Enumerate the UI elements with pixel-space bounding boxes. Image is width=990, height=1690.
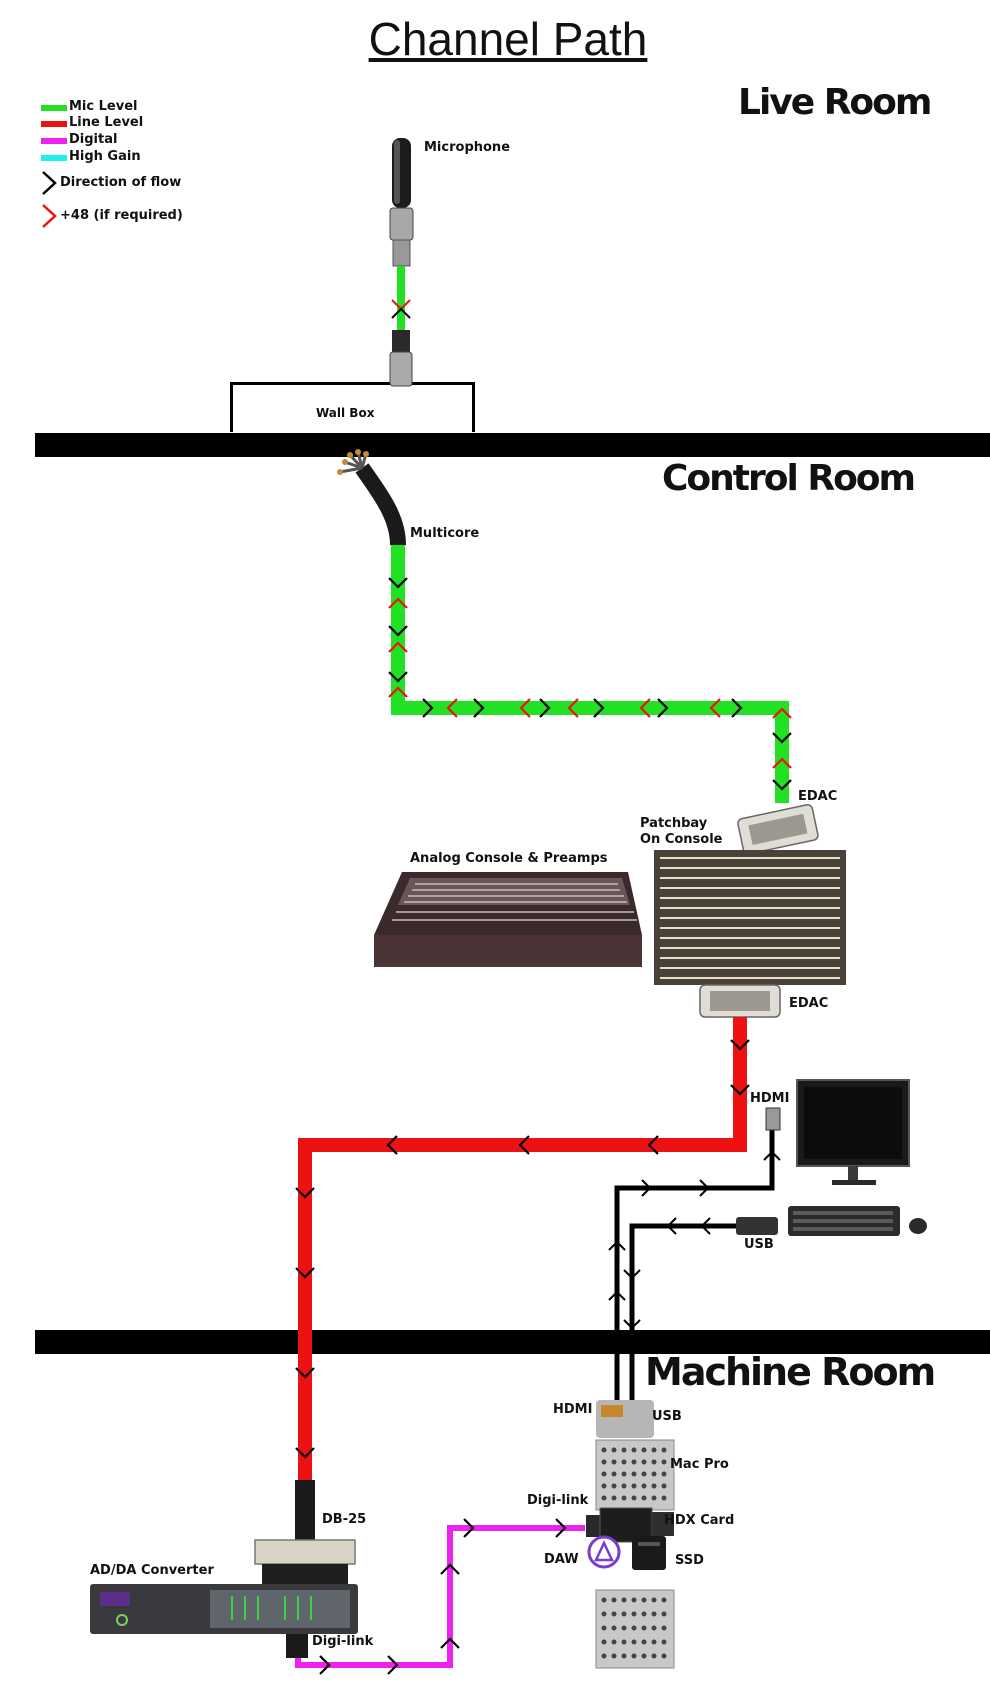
legend-phantom-chevron: [42, 204, 57, 228]
mouse-icon: [909, 1218, 927, 1234]
legend-digital-swatch: [41, 138, 67, 144]
usb-keyboard-label: USB: [744, 1237, 774, 1252]
ssd-label: SSD: [675, 1553, 704, 1568]
usb-cable: [629, 1223, 736, 1400]
multicore-label: Multicore: [410, 526, 480, 541]
wall-box-label: Wall Box: [316, 406, 375, 420]
legend-mic-label: Mic Level: [69, 99, 138, 114]
legend-direction-chevron: [42, 171, 57, 195]
machine-room-heading: Machine Room: [645, 1350, 936, 1394]
xlr-connector-icon: [389, 330, 413, 387]
wall-live-control: [35, 433, 990, 457]
ssd-icon: [632, 1536, 666, 1570]
mic-level-cable: [391, 545, 789, 803]
legend-direction-label: Direction of flow: [60, 175, 182, 190]
legend-digital-label: Digital: [69, 132, 118, 147]
mac-pro-icon: [595, 1400, 675, 1669]
wall-control-machine: [35, 1330, 990, 1354]
db25-connector: [254, 1539, 356, 1586]
legend-mic-swatch: [41, 105, 67, 111]
edac-top-connector: [737, 804, 819, 855]
patchbay-label-line1: Patchbay: [640, 816, 708, 831]
hdmi-plug-monitor: [765, 1107, 781, 1131]
monitor-icon: [796, 1079, 910, 1185]
patchbay-label-line2: On Console: [640, 832, 723, 847]
legend-phantom-label: +48 (if required): [60, 208, 183, 223]
console-label: Analog Console & Preamps: [410, 851, 608, 866]
microphone-icon: [389, 138, 414, 267]
legend-highgain-swatch: [41, 155, 67, 161]
legend-highgain-label: High Gain: [69, 149, 141, 164]
daw-logo-icon: [587, 1535, 621, 1569]
wall-box: [230, 382, 475, 432]
legend-line-label: Line Level: [69, 115, 144, 130]
digilink-adda-label: Digi-link: [312, 1634, 374, 1649]
daw-label: DAW: [544, 1552, 579, 1567]
legend-line-swatch: [41, 121, 67, 127]
microphone-label: Microphone: [424, 140, 511, 155]
hdmi-mac-label: HDMI: [553, 1402, 593, 1417]
hdmi-cable: [614, 1126, 775, 1400]
patchbay-icon: [654, 850, 846, 985]
db25-label: DB-25: [322, 1512, 367, 1527]
keyboard-icon: [788, 1206, 900, 1236]
hdmi-monitor-label: HDMI: [750, 1091, 790, 1106]
usb-plug-keyboard: [736, 1217, 778, 1235]
digilink-mac-label: Digi-link: [527, 1493, 589, 1508]
line-level-cable: [298, 1017, 747, 1480]
page-title: Channel Path: [368, 13, 648, 65]
mac-pro-label: Mac Pro: [670, 1457, 729, 1472]
control-room-heading: Control Room: [662, 458, 916, 499]
analog-console-icon: [374, 872, 642, 967]
adda-converter-icon: [90, 1584, 358, 1634]
usb-mac-label: USB: [652, 1409, 682, 1424]
multicore-icon: [337, 449, 406, 546]
edac-bottom-connector: [699, 984, 781, 1018]
edac-top-label: EDAC: [798, 789, 838, 804]
edac-bottom-label: EDAC: [789, 996, 829, 1011]
adda-label: AD/DA Converter: [90, 1563, 214, 1578]
live-room-heading: Live Room: [738, 82, 932, 123]
hdx-card-label: HDX Card: [664, 1513, 735, 1528]
